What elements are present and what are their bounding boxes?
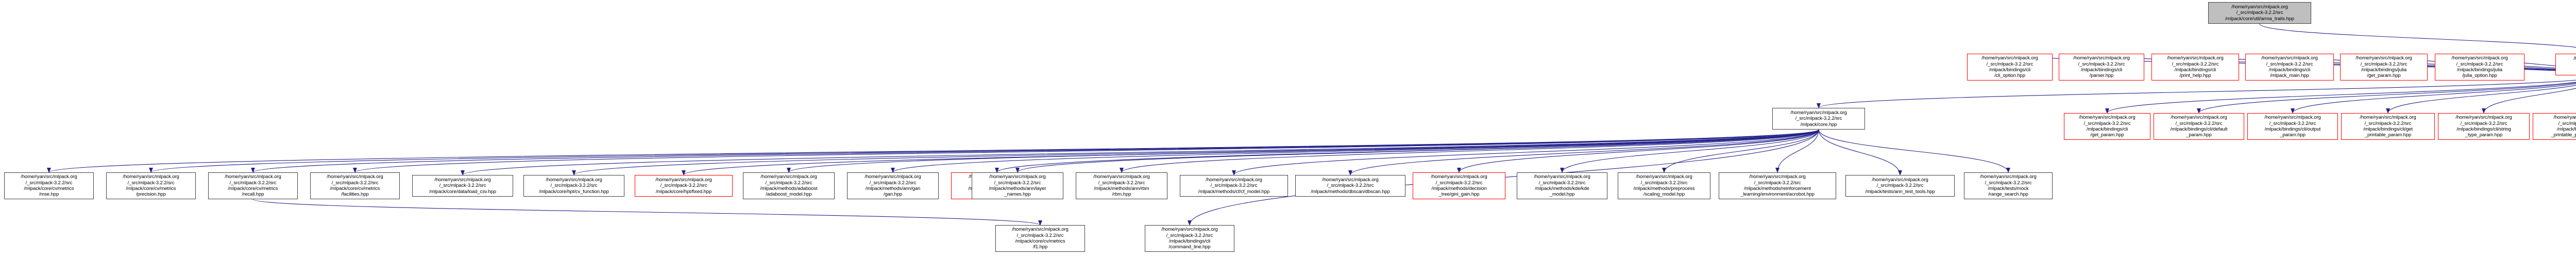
graph-node-t03[interactable]: /home/ryan/src/mlpack.org /_src/mlpack-3… — [2151, 54, 2239, 81]
graph-edge — [1662, 129, 1819, 173]
graph-edge — [787, 129, 1819, 173]
graph-edge — [251, 129, 1819, 173]
graph-edge — [682, 129, 1819, 175]
graph-edge — [1818, 129, 1902, 175]
graph-edge — [1775, 129, 1819, 173]
graph-edge — [572, 129, 1819, 175]
graph-node-m04[interactable]: /home/ryan/src/mlpack.org /_src/mlpack-3… — [2341, 113, 2435, 140]
graph-node-m06[interactable]: /home/ryan/src/mlpack.org /_src/mlpack-3… — [2533, 113, 2576, 140]
graph-node-label: /home/ryan/src/mlpack.org /_src/mlpack-3… — [1431, 174, 1487, 198]
graph-node-label: /home/ryan/src/mlpack.org /_src/mlpack-3… — [2451, 55, 2508, 79]
graph-node-n19[interactable]: /home/ryan/src/mlpack.org /_src/mlpack-3… — [1845, 175, 1955, 197]
graph-node-label: /home/ryan/src/mlpack.org /_src/mlpack-3… — [2079, 115, 2136, 138]
graph-node-m01[interactable]: /home/ryan/src/mlpack.org /_src/mlpack-3… — [2064, 113, 2150, 140]
graph-edge — [1015, 129, 1819, 173]
graph-node-label: /home/ryan/src/mlpack.org /_src/mlpack-3… — [1198, 177, 1270, 195]
graph-edge — [1818, 129, 2010, 173]
graph-node-n14[interactable]: /home/ryan/src/mlpack.org /_src/mlpack-3… — [1295, 175, 1405, 197]
graph-node-label: /home/ryan/src/mlpack.org /_src/mlpack-3… — [2573, 55, 2576, 61]
graph-node-n05[interactable]: /home/ryan/src/mlpack.org /_src/mlpack-3… — [412, 175, 513, 197]
graph-node-m05[interactable]: /home/ryan/src/mlpack.org /_src/mlpack-3… — [2438, 113, 2530, 140]
graph-edge — [2259, 23, 2576, 48]
graph-node-label: /home/ryan/src/mlpack.org /_src/mlpack-3… — [1311, 177, 1390, 195]
graph-node-label: /home/ryan/src/mlpack.org /_src/mlpack-3… — [429, 177, 496, 195]
graph-node-n12[interactable]: /home/ryan/src/mlpack.org /_src/mlpack-3… — [1076, 172, 1167, 199]
graph-node-t01[interactable]: /home/ryan/src/mlpack.org /_src/mlpack-3… — [1967, 54, 2053, 81]
graph-node-label: /home/ryan/src/mlpack.org /_src/mlpack-3… — [989, 174, 1046, 198]
graph-node-label: /home/ryan/src/mlpack.org /_src/mlpack-3… — [2355, 55, 2412, 79]
graph-edge — [891, 129, 1819, 173]
graph-node-n06[interactable]: /home/ryan/src/mlpack.org /_src/mlpack-3… — [523, 175, 624, 197]
graph-node-n07[interactable]: /home/ryan/src/mlpack.org /_src/mlpack-3… — [635, 175, 733, 197]
graph-node-n20[interactable]: /home/ryan/src/mlpack.org /_src/mlpack-3… — [1964, 172, 2053, 199]
graph-node-label: /home/ryan/src/mlpack.org /_src/mlpack-3… — [327, 174, 383, 198]
graph-node-m03[interactable]: /home/ryan/src/mlpack.org /_src/mlpack-3… — [2247, 113, 2338, 140]
graph-edge — [47, 129, 1819, 173]
graph-node-label: /home/ryan/src/mlpack.org /_src/mlpack-3… — [2167, 55, 2224, 79]
graph-edge — [461, 129, 1819, 175]
graph-node-label: /home/ryan/src/mlpack.org /_src/mlpack-3… — [760, 174, 818, 198]
graph-node-n15[interactable]: /home/ryan/src/mlpack.org /_src/mlpack-3… — [1413, 172, 1505, 199]
graph-node-t06[interactable]: /home/ryan/src/mlpack.org /_src/mlpack-3… — [2435, 54, 2524, 81]
graph-node-root[interactable]: /home/ryan/src/mlpack.org /_src/mlpack-3… — [2208, 2, 2311, 24]
graph-node-n09[interactable]: /home/ryan/src/mlpack.org /_src/mlpack-3… — [847, 172, 939, 199]
graph-edge — [252, 199, 1042, 226]
graph-node-label: /home/ryan/src/mlpack.org /_src/mlpack-3… — [225, 174, 281, 198]
graph-node-n08[interactable]: /home/ryan/src/mlpack.org /_src/mlpack-3… — [743, 172, 835, 199]
graph-node-label: /home/ryan/src/mlpack.org /_src/mlpack-3… — [1790, 109, 1847, 127]
graph-node-label: /home/ryan/src/mlpack.org /_src/mlpack-3… — [2225, 4, 2294, 22]
graph-node-core[interactable]: /home/ryan/src/mlpack.org /_src/mlpack-3… — [1772, 108, 1865, 130]
graph-node-label: /home/ryan/src/mlpack.org /_src/mlpack-3… — [1093, 174, 1150, 198]
graph-node-n02[interactable]: /home/ryan/src/mlpack.org /_src/mlpack-3… — [106, 172, 196, 199]
graph-edge — [995, 129, 1819, 173]
graph-node-label: /home/ryan/src/mlpack.org /_src/mlpack-3… — [1980, 174, 2037, 198]
graph-node-label: /home/ryan/src/mlpack.org /_src/mlpack-3… — [21, 174, 77, 198]
graph-node-label: /home/ryan/src/mlpack.org /_src/mlpack-3… — [1981, 55, 2038, 79]
graph-node-n04[interactable]: /home/ryan/src/mlpack.org /_src/mlpack-3… — [310, 172, 400, 199]
graph-edge — [2197, 82, 2576, 114]
graph-node-label: /home/ryan/src/mlpack.org /_src/mlpack-3… — [2261, 55, 2318, 79]
graph-node-n01[interactable]: /home/ryan/src/mlpack.org /_src/mlpack-3… — [4, 172, 94, 199]
graph-node-n11[interactable]: /home/ryan/src/mlpack.org /_src/mlpack-3… — [972, 172, 1063, 199]
graph-edge — [2105, 82, 2576, 114]
graph-edge — [1120, 129, 1819, 173]
graph-node-label: /home/ryan/src/mlpack.org /_src/mlpack-3… — [1534, 174, 1590, 198]
graph-node-b02[interactable]: /home/ryan/src/mlpack.org /_src/mlpack-3… — [1145, 225, 1234, 252]
graph-node-label: /home/ryan/src/mlpack.org /_src/mlpack-3… — [2551, 115, 2576, 138]
graph-edge — [2482, 88, 2576, 114]
graph-node-label: /home/ryan/src/mlpack.org /_src/mlpack-3… — [2360, 115, 2416, 138]
graph-node-b01[interactable]: /home/ryan/src/mlpack.org /_src/mlpack-3… — [995, 225, 1085, 252]
graph-node-label: /home/ryan/src/mlpack.org /_src/mlpack-3… — [655, 177, 712, 195]
graph-node-label: /home/ryan/src/mlpack.org /_src/mlpack-3… — [1740, 174, 1815, 198]
graph-node-n17[interactable]: /home/ryan/src/mlpack.org /_src/mlpack-3… — [1618, 172, 1710, 199]
graph-node-label: /home/ryan/src/mlpack.org /_src/mlpack-3… — [2455, 115, 2512, 138]
graph-node-t04[interactable]: /home/ryan/src/mlpack.org /_src/mlpack-3… — [2245, 54, 2334, 81]
graph-node-label: /home/ryan/src/mlpack.org /_src/mlpack-3… — [2073, 55, 2130, 79]
graph-node-t05[interactable]: /home/ryan/src/mlpack.org /_src/mlpack-3… — [2340, 54, 2428, 81]
graph-node-label: /home/ryan/src/mlpack.org /_src/mlpack-3… — [865, 174, 921, 198]
graph-edge — [1560, 129, 1819, 173]
graph-node-label: /home/ryan/src/mlpack.org /_src/mlpack-3… — [539, 177, 609, 195]
graph-node-label: /home/ryan/src/mlpack.org /_src/mlpack-3… — [2170, 115, 2228, 138]
graph-node-t02[interactable]: /home/ryan/src/mlpack.org /_src/mlpack-3… — [2059, 54, 2144, 81]
graph-node-label: /home/ryan/src/mlpack.org /_src/mlpack-3… — [1161, 227, 1218, 250]
graph-edge — [1232, 129, 1819, 175]
graph-node-n16[interactable]: /home/ryan/src/mlpack.org /_src/mlpack-3… — [1517, 172, 1607, 199]
graph-node-m02[interactable]: /home/ryan/src/mlpack.org /_src/mlpack-3… — [2154, 113, 2244, 140]
graph-edge — [149, 129, 1819, 173]
graph-node-n18[interactable]: /home/ryan/src/mlpack.org /_src/mlpack-3… — [1719, 172, 1836, 199]
graph-node-label: /home/ryan/src/mlpack.org /_src/mlpack-3… — [1012, 227, 1069, 250]
graph-edge — [2291, 83, 2576, 114]
graph-edge — [353, 129, 1819, 173]
graph-edge — [2386, 85, 2576, 114]
graph-node-n03[interactable]: /home/ryan/src/mlpack.org /_src/mlpack-3… — [208, 172, 298, 199]
graph-node-label: /home/ryan/src/mlpack.org /_src/mlpack-3… — [2264, 115, 2321, 138]
graph-edge — [1457, 129, 1819, 173]
graph-node-n13[interactable]: /home/ryan/src/mlpack.org /_src/mlpack-3… — [1180, 175, 1288, 197]
graph-node-prereqs[interactable]: /home/ryan/src/mlpack.org /_src/mlpack-3… — [2555, 54, 2576, 75]
graph-node-label: /home/ryan/src/mlpack.org /_src/mlpack-3… — [1865, 177, 1935, 195]
graph-node-label: /home/ryan/src/mlpack.org /_src/mlpack-3… — [123, 174, 179, 198]
graph-node-label: /home/ryan/src/mlpack.org /_src/mlpack-3… — [1633, 174, 1695, 198]
graph-edge — [1348, 129, 1819, 175]
